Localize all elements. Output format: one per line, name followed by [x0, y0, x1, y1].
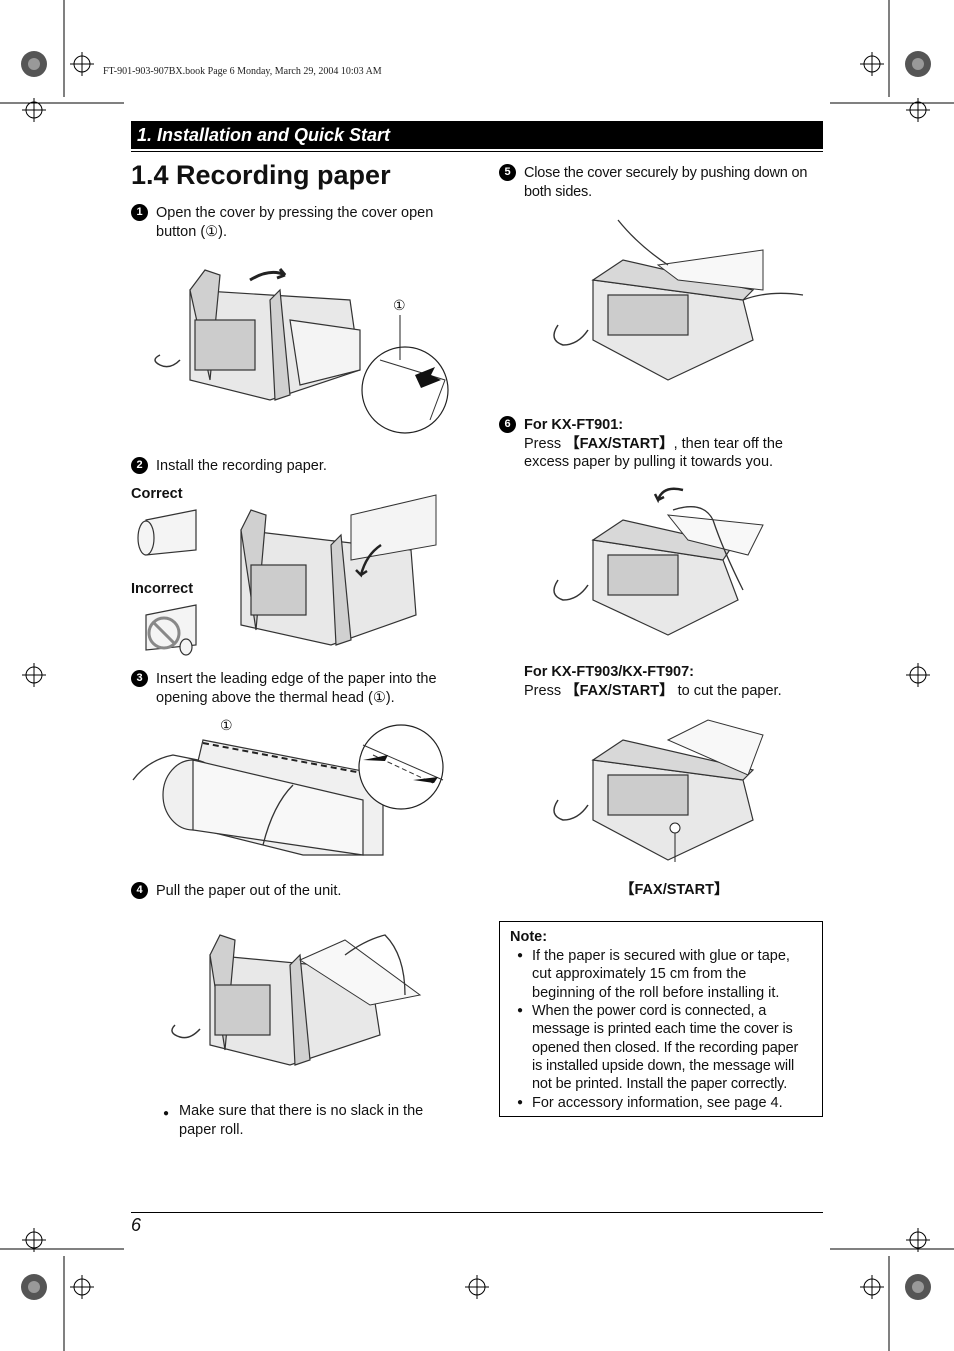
note-item-3: ● For accessory information, see page 4.: [517, 1094, 814, 1112]
illustration-open-cover: [154, 268, 449, 434]
step-1: 1 Open the cover by pressing the cover o…: [131, 204, 471, 244]
section-title: 1. Installation and Quick Start: [137, 125, 391, 145]
step-2-line-1: Install the recording paper.: [156, 458, 327, 474]
note-box: Note: ● If the paper is secured with glu…: [499, 921, 823, 1117]
step-6-line-1: Press 【FAX/START】, then tear off the: [524, 435, 783, 454]
step-6b: For KX-FT903/KX-FT907: Press 【FAX/START】…: [524, 663, 824, 703]
note-2-line-2: message is printed each time the cover i…: [532, 1021, 793, 1038]
step-number-1: 1: [131, 204, 148, 221]
step-6-post: , then tear off the: [673, 435, 783, 452]
step-4-bullet: ● Make sure that there is no slack in th…: [163, 1102, 453, 1142]
note-1-line-3: beginning of the roll before installing …: [532, 984, 780, 1001]
label-correct: Correct: [131, 486, 183, 502]
step-number-3: 3: [131, 670, 148, 687]
note-2-line-3: opened then closed. If the recording pap…: [532, 1039, 799, 1056]
page-number: 6: [131, 1215, 142, 1235]
step-6-line-2: excess paper by pulling it towards you.: [524, 454, 774, 470]
note-title: Note:: [510, 929, 548, 945]
callout-1-step-3: ①: [220, 717, 233, 733]
step-1-line-1: Open the cover by pressing the cover ope…: [156, 205, 434, 221]
note-2-line-1: When the power cord is connected, a: [532, 1003, 767, 1019]
bullet-icon: ●: [517, 1097, 524, 1108]
step-6b-line: Press 【FAX/START】 to cut the paper.: [524, 682, 824, 701]
fax-start-key-2: 【FAX/START】: [565, 682, 674, 699]
step-number-6: 6: [499, 416, 516, 433]
step-4-bullet-line-2: paper roll.: [179, 1121, 244, 1138]
step-number-4: 4: [131, 882, 148, 899]
step-6b-heading: For KX-FT903/KX-FT907:: [524, 664, 694, 680]
illustration-tear-paper: [553, 487, 764, 636]
step-3: 3 Insert the leading edge of the paper i…: [131, 670, 471, 710]
step-6: 6 For KX-FT901: Press 【FAX/START】, then …: [499, 416, 829, 476]
bullet-icon: ●: [517, 950, 524, 961]
step-4-line-1: Pull the paper out of the unit.: [156, 883, 342, 899]
step-6-heading: For KX-FT901:: [524, 417, 624, 433]
note-3-line-1: For accessory information, see page 4.: [532, 1095, 783, 1111]
section-rule: [131, 151, 823, 152]
illustration-close-cover: [553, 219, 804, 381]
step-3-line-2: opening above the thermal head (①).: [156, 689, 395, 706]
step-number-5: 5: [499, 164, 516, 181]
label-incorrect: Incorrect: [131, 581, 194, 597]
note-1-line-2: cut approximately 15 cm from the: [532, 966, 747, 983]
page-title: 1.4 Recording paper: [131, 160, 391, 190]
step-4-bullet-line-1: Make sure that there is no slack in the: [179, 1103, 424, 1119]
step-1-line-2: button (①).: [156, 223, 228, 240]
note-2-line-5: not be printed. Install the paper correc…: [532, 1076, 788, 1093]
section-header: 1. Installation and Quick Start: [131, 121, 823, 149]
callout-1-step-1: ①: [393, 297, 406, 313]
step-4: 4 Pull the paper out of the unit.: [131, 882, 471, 902]
step-5-line-2: both sides.: [524, 183, 592, 200]
illustration-insert-paper: [132, 724, 444, 856]
illustration-install-paper: [137, 494, 437, 656]
illustration-cut-paper: [553, 719, 764, 862]
step-6b-post: to cut the paper.: [673, 682, 782, 699]
step-2: 2 Install the recording paper.: [131, 457, 471, 477]
note-item-1: ● If the paper is secured with glue or t…: [517, 947, 814, 1002]
bullet-icon: ●: [163, 1108, 170, 1119]
step-number-2: 2: [131, 457, 148, 474]
step-6b-pre: Press: [524, 682, 566, 699]
step-5: 5 Close the cover securely by pushing do…: [499, 164, 829, 204]
note-2-line-4: is installed upside down, the message wi…: [532, 1057, 795, 1074]
step-3-line-1: Insert the leading edge of the paper int…: [156, 671, 437, 687]
bullet-icon: ●: [517, 1005, 523, 1016]
footer-rule: [131, 1212, 823, 1213]
note-item-2: ● When the power cord is connected, a me…: [517, 1002, 814, 1093]
fax-start-key: 【FAX/START】: [565, 435, 674, 452]
book-meta-line: FT-901-903-907BX.book Page 6 Monday, Mar…: [103, 66, 382, 77]
fax-start-label: 【FAX/START】: [620, 882, 729, 898]
note-1-line-1: If the paper is secured with glue or tap…: [532, 948, 790, 964]
step-5-line-1: Close the cover securely by pushing down…: [524, 165, 808, 181]
step-6-pre: Press: [524, 435, 566, 452]
illustration-pull-paper: [171, 934, 422, 1066]
